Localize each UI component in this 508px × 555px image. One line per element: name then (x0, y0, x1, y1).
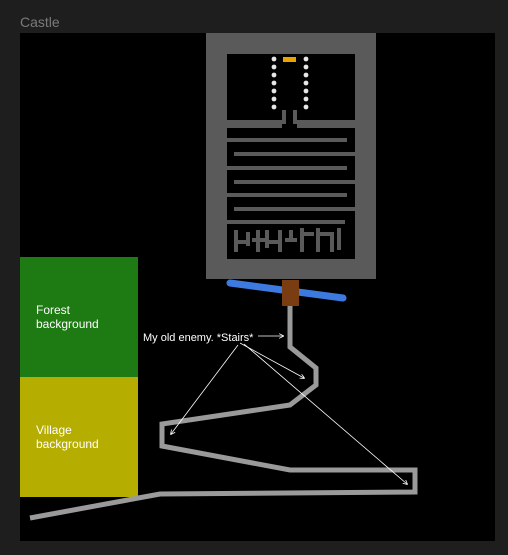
castle-divider-post-left (282, 110, 286, 124)
castle-divider-right (297, 120, 355, 128)
village-background-panel: Village background (20, 377, 138, 497)
castle (206, 33, 376, 279)
treasure-marker (283, 57, 296, 62)
frame-title: Castle (20, 14, 60, 30)
village-label-line2: background (36, 437, 99, 451)
castle-upper-room (227, 54, 355, 120)
forest-background-panel: Forest background (20, 257, 138, 377)
forest-label-line2: background (36, 317, 99, 331)
annotation-text: My old enemy. *Stairs* (143, 332, 254, 344)
annotation-arrows (171, 336, 407, 484)
arrow-to-left-stair (171, 344, 239, 434)
dot-pillars (271, 56, 309, 110)
castle-door (282, 280, 299, 306)
village-label-line1: Village (36, 423, 72, 437)
stairs-path (29, 306, 418, 521)
arrow-to-upper-stair (239, 342, 304, 378)
arrow-to-right-stair (243, 343, 407, 484)
castle-divider-post-right (293, 110, 297, 124)
maze-walls (227, 138, 355, 252)
castle-divider-left (227, 120, 282, 128)
forest-label-line1: Forest (36, 303, 71, 317)
